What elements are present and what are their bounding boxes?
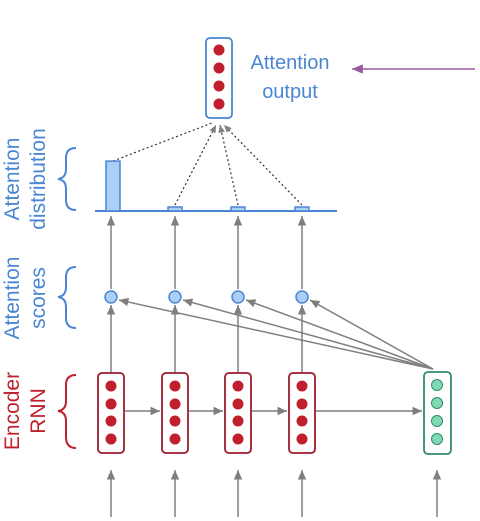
attention-distribution-label-line2: distribution: [27, 128, 50, 230]
decoder-cell: [423, 371, 452, 455]
encoder-rnn-label-line1: Encoder: [1, 372, 24, 450]
attention-score-nodes: [104, 290, 309, 304]
score-node: [295, 290, 309, 304]
distribution-bar: [230, 206, 246, 212]
score-node: [104, 290, 118, 304]
attention-scores-label-line2: scores: [27, 267, 50, 329]
input-arrows: [106, 470, 442, 517]
brace-distribution: [57, 147, 77, 211]
attention-distribution-bars: [105, 160, 310, 212]
score-node: [168, 290, 182, 304]
encoder-cells: [97, 372, 316, 454]
encoder-cell: [288, 372, 316, 454]
encoder-rnn-label: Encoder RNN: [1, 372, 50, 450]
attention-distribution-label-line1: Attention: [1, 138, 24, 221]
encoder-cell: [97, 372, 125, 454]
encoder-rnn-label-line2: RNN: [27, 388, 50, 434]
attention-scores-label-line1: Attention: [1, 257, 24, 340]
encoder-cell: [224, 372, 252, 454]
attention-output-cell: [205, 37, 233, 119]
distribution-bar: [105, 160, 121, 212]
attention-distribution-label: Attention distribution: [1, 128, 50, 230]
encoder-cell: [161, 372, 189, 454]
score-to-distribution-arrows: [106, 216, 307, 289]
distribution-bar: [294, 206, 310, 212]
decoder-to-score-arrows: [118, 297, 434, 370]
brace-encoder: [57, 374, 77, 449]
score-node: [231, 290, 245, 304]
brace-scores: [57, 266, 77, 329]
attention-output-label-line2: output: [262, 81, 318, 103]
weighted-sum-lines: [112, 122, 303, 206]
attention-output-label-line1: Attention: [251, 52, 330, 74]
distribution-bar: [167, 206, 183, 212]
encoder-to-score-arrows: [106, 305, 307, 373]
attention-scores-label: Attention scores: [1, 257, 50, 340]
